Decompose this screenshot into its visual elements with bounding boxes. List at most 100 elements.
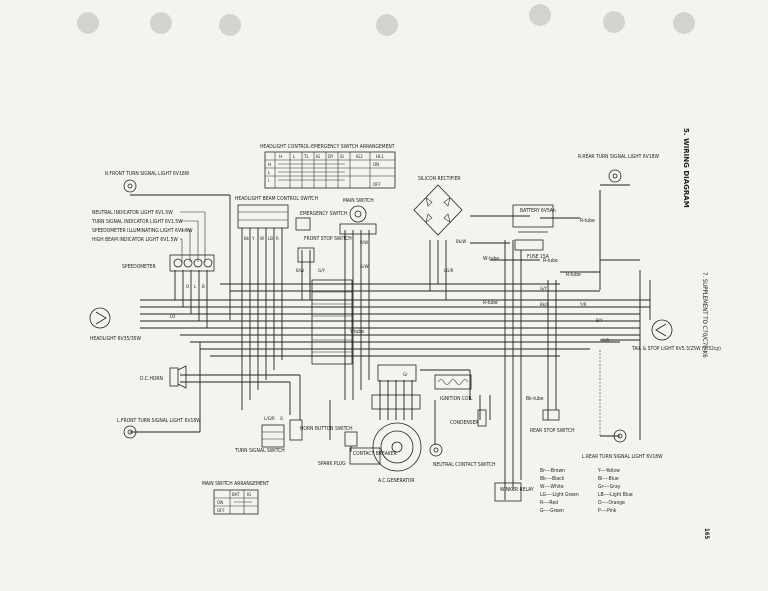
wiring-harness	[130, 184, 651, 500]
tag: Gr	[403, 372, 408, 377]
tag: LB	[268, 236, 273, 241]
binder-hole	[673, 12, 695, 34]
binder-hole	[603, 11, 625, 33]
tag: R/W	[360, 240, 368, 245]
headlight: HEADLIGHT 6V35/35W	[89, 307, 142, 342]
hl-row-1: H	[268, 162, 271, 167]
l-rear-turn-signal-light: L.REAR TURN SIGNAL LIGHT 6V18W	[582, 429, 663, 460]
rear-stop-switch: REAR STOP SWITCH	[530, 409, 575, 434]
hl-right-1: ON	[373, 162, 379, 167]
legend-right-1: Y----Yellow	[598, 468, 620, 474]
color-legend: Br----Brown Bk----Black W----White LG---…	[540, 468, 633, 514]
tail-stop-label-1: TAIL & STOP LIGHT 6V5.3/25W (3/32cp)	[631, 346, 721, 352]
contact-breaker: CONTACT BREAKER	[349, 447, 397, 465]
neutral-switch-label: NEUTRAL CONTACT SWITCH	[433, 462, 496, 468]
ac-generator-label: A.C.GENERATOR	[378, 478, 415, 484]
headlight-beam-switch: HEADLIGHT BEAM CONTROL SWITCH	[235, 196, 318, 229]
tag: LO	[170, 314, 175, 319]
legend-left-6: G----Green	[540, 508, 564, 514]
tag: L	[194, 284, 197, 289]
ms-col-bat: BAT	[232, 492, 240, 497]
tag: G/Y	[318, 268, 325, 273]
tag: O	[186, 284, 189, 289]
high-beam-indicator-label: HIGH BEAM INDICATOR LIGHT 6V1.5W	[92, 237, 178, 243]
r-tube-label-2: R-tube	[543, 258, 558, 264]
indicator-labels: NEUTRAL INDICATOR LIGHT 6V1.5W TURN SIGN…	[91, 210, 193, 243]
hl-right-3: OFF	[373, 182, 381, 187]
hl-col-3: TL	[303, 154, 309, 159]
r-rear-turn-signal-label: R.REAR TURN SIGNAL LIGHT 6V18W	[578, 154, 660, 160]
tag: Bk	[244, 236, 250, 241]
headlight-control-arrangement: HEADLIGHT CONTROL-EMERGENCY SWITCH ARRAN…	[260, 144, 396, 189]
legend-left-2: Bk----Black	[540, 476, 565, 482]
legend-right-6: P----Pink	[598, 508, 617, 514]
tag: Bk/W	[456, 239, 466, 244]
section-title: 5. WIRING DIAGRAM	[682, 128, 690, 208]
headlight-label: HEADLIGHT 6V35/35W	[90, 336, 142, 342]
fuse-label: FUSE 15A	[527, 254, 550, 260]
r-front-turn-signal-label: R.FRONT TURN SIGNAL LIGHT 6V18W	[105, 171, 190, 177]
front-stop-label: FRONT STOP SWITCH	[304, 236, 352, 242]
battery-label: BATTERY 6V5Ah	[520, 208, 556, 214]
ac-generator: A.C.GENERATOR	[372, 422, 422, 484]
tag: G	[280, 416, 283, 421]
neutral-indicator-label: NEUTRAL INDICATOR LIGHT 6V1.5W	[92, 210, 173, 216]
winker-relay-label: WINKER RELAY	[500, 487, 534, 493]
tag: B/Y	[596, 318, 603, 323]
r-tube-label-1: R-tube	[580, 218, 595, 224]
hl-row-3: I	[268, 178, 269, 183]
main-switch-arrangement: MAIN SWITCH ARRANGEMENT BAT IG ON OFF	[202, 481, 269, 515]
r-tube-label-4: R-tube	[483, 300, 498, 306]
dc-horn: D.C.HORN	[140, 365, 187, 389]
beam-switch-label: HEADLIGHT BEAM CONTROL SWITCH	[235, 196, 318, 202]
l-front-turn-signal-label: L.FRONT TURN SIGNAL LIGHT 6V18W	[117, 418, 201, 424]
hl-col-1: H	[279, 154, 282, 159]
horn-button-switch: HORN BUTTON SWITCH	[289, 419, 353, 441]
rear-stop-label: REAR STOP SWITCH	[530, 428, 575, 434]
legend-right-5: O----Orange	[598, 500, 625, 506]
winker-relay: WINKER RELAY	[494, 482, 534, 502]
main-switch-label: MAIN SWITCH	[343, 198, 374, 204]
wire-tags: B/W G/Y Bk Y W LB R R/W G/W Bk/W LG/R G/…	[170, 236, 609, 421]
binder-hole	[376, 14, 398, 36]
tag: B	[202, 284, 205, 289]
emergency-switch-label: EMERGENCY SWITCH	[300, 211, 347, 217]
horn-label: D.C.HORN	[140, 376, 163, 382]
page-number: 165	[703, 528, 710, 540]
condenser-label: CONDENSER	[450, 420, 479, 426]
fuse: FUSE 15A	[514, 239, 550, 260]
r-front-turn-signal-light: R.FRONT TURN SIGNAL LIGHT 6V18W	[105, 171, 190, 193]
turn-signal-switch: TURN SIGNAL SWITCH	[234, 424, 285, 454]
supplement-title: 7. SUPPLEMENT TO C70/C70-K6	[701, 272, 708, 358]
y-tube-label: Y-tube	[350, 329, 364, 335]
tag: B/W	[296, 268, 304, 273]
hl-col-5: DY	[328, 154, 334, 159]
ms-row-off: OFF	[217, 508, 225, 513]
ignition-coil-label: IGNITION COIL	[440, 396, 473, 402]
bk-tube-label: Bk-tube	[526, 396, 544, 402]
horn-button-label: HORN BUTTON SWITCH	[300, 426, 353, 432]
legend-right-3: Gr----Gray	[598, 484, 621, 490]
ms-col-ig: IG	[247, 492, 251, 497]
front-stop-switch: FRONT STOP SWITCH	[297, 236, 352, 263]
emergency-switch: EMERGENCY SWITCH	[295, 211, 347, 231]
main-switch-arr-title: MAIN SWITCH ARRANGEMENT	[202, 481, 269, 487]
neutral-contact-switch: NEUTRAL CONTACT SWITCH	[429, 443, 496, 468]
tag: LG/R	[444, 268, 454, 273]
tag: W	[260, 236, 264, 241]
hl-col-2: L	[293, 154, 296, 159]
connector-blocks	[311, 279, 421, 410]
turn-indicator-label: TURN SIGNAL INDICATOR LIGHT 6V1.5W	[91, 219, 183, 225]
spark-plug-label: SPARK PLUG	[318, 461, 346, 467]
hl-col-6: SI	[340, 154, 344, 159]
rectifier-label: SILICON RECTIFIER	[418, 176, 461, 182]
tag: Y	[251, 236, 255, 241]
l-front-turn-signal-light: L.FRONT TURN SIGNAL LIGHT 6V18W	[117, 418, 201, 439]
hl-col-4: IG	[316, 154, 320, 159]
tag: R	[276, 236, 279, 241]
speedometer-label: SPEEDOMETER	[122, 264, 156, 270]
speedometer: SPEEDOMETER	[122, 254, 215, 272]
binder-hole	[219, 14, 241, 36]
main-switch: MAIN SWITCH	[339, 198, 377, 235]
